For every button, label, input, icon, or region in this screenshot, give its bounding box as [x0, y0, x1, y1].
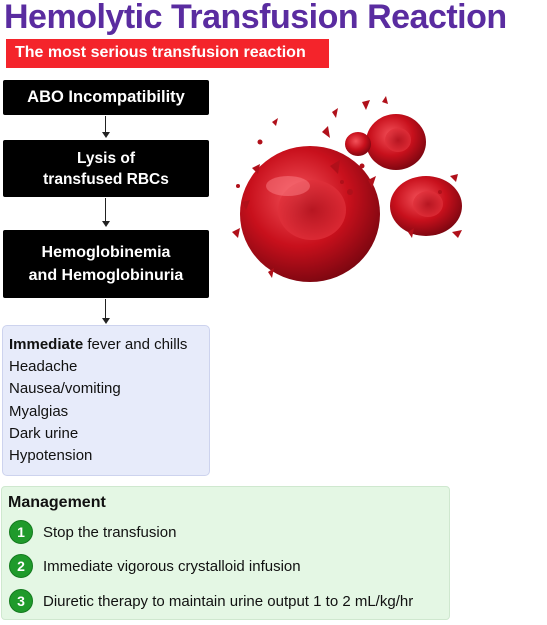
flow-box-label-line2: transfused RBCs	[43, 170, 169, 188]
small-red-cell-icon	[345, 132, 371, 156]
symptoms-box: Immediate fever and chills Headache Naus…	[2, 325, 210, 476]
step-number-badge: 3	[9, 589, 33, 613]
symptom-emphasis: Immediate	[9, 336, 84, 353]
upper-red-cell-icon	[366, 114, 426, 170]
flow-box-label: ABO Incompatibility	[27, 88, 185, 106]
flow-box-lysis: Lysis of transfused RBCs	[3, 140, 209, 197]
step-number-badge: 1	[9, 520, 33, 544]
page-title: Hemolytic Transfusion Reaction	[4, 0, 507, 36]
management-box: Management 1 Stop the transfusion 2 Imme…	[1, 486, 450, 620]
large-red-cell-icon	[240, 146, 380, 282]
flow-arrow-down-icon	[101, 299, 111, 326]
flow-box-label-line1: Lysis of	[77, 149, 135, 167]
step-number-badge: 2	[9, 554, 33, 578]
management-title: Management	[8, 494, 106, 511]
management-step: 2 Immediate vigorous crystalloid infusio…	[9, 554, 301, 578]
symptom-item: Immediate fever and chills	[9, 334, 209, 356]
symptom-item: Nausea/vomiting	[9, 380, 121, 398]
cell-fragments-icon	[232, 96, 462, 278]
subtitle-banner: The most serious transfusion reaction	[6, 39, 329, 68]
symptom-item: Hypotension	[9, 447, 93, 465]
symptom-item: Dark urine	[9, 424, 79, 442]
flow-arrow-down-icon	[101, 198, 111, 229]
step-text: Immediate vigorous crystalloid infusion	[43, 557, 301, 575]
step-text: Diuretic therapy to maintain urine outpu…	[43, 592, 414, 610]
management-step: 1 Stop the transfusion	[9, 520, 176, 544]
lysed-red-blood-cells-illustration	[232, 96, 462, 282]
flow-arrow-down-icon	[101, 116, 111, 140]
flow-box-label-line2: and Hemoglobinuria	[28, 267, 184, 284]
symptom-item: Myalgias	[9, 402, 69, 420]
flow-box-label-line1: Hemoglobinemia	[41, 244, 171, 261]
management-step: 3 Diuretic therapy to maintain urine out…	[9, 589, 413, 613]
symptom-text: fever and chills	[83, 336, 188, 353]
step-text: Stop the transfusion	[43, 523, 177, 541]
flow-box-hemoglobinemia: Hemoglobinemia and Hemoglobinuria	[3, 230, 209, 298]
flow-box-abo-incompatibility: ABO Incompatibility	[3, 80, 209, 115]
subtitle-text: The most serious transfusion reaction	[15, 44, 306, 61]
symptom-item: Headache	[9, 358, 78, 376]
right-red-cell-icon	[390, 176, 462, 236]
